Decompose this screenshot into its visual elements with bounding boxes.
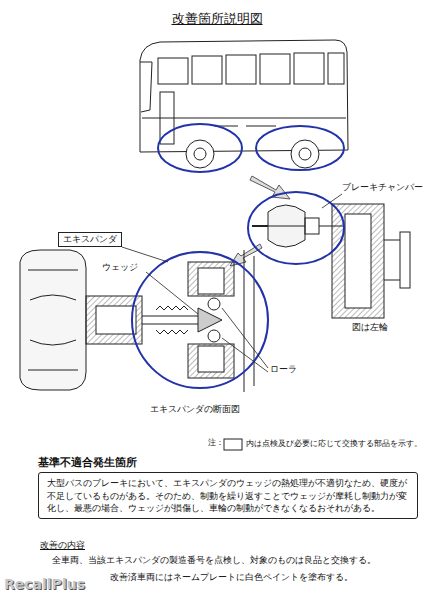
leader-line (222, 338, 268, 372)
expander-circle (132, 252, 268, 388)
leader-line (222, 308, 268, 368)
part-label: ウェッジ (102, 262, 138, 273)
figure-caption: エキスパンダの断面図 (150, 404, 240, 414)
watermark: RecallPlus (4, 576, 85, 593)
box-heading: 基準不適合発生箇所 (38, 456, 418, 472)
body-text: 改善済車両にはネームプレートに白色ペイントを塗布する。 (110, 572, 353, 582)
note-text: 内は点検及び必要に応じて交換する部品を示す。 (246, 439, 422, 448)
notice-box: 基準不適合発生箇所大型バスのブレーキにおいて、エキスパンダのウェッジの熱処理が不… (38, 456, 418, 519)
leader-line (122, 247, 168, 262)
leader-line (146, 272, 198, 314)
part-label: ローラ (270, 364, 297, 375)
chamber-ellipse (248, 192, 344, 264)
wheel-ellipse (158, 124, 242, 172)
part-label: ブレーキチャンバー (342, 182, 423, 192)
body-text: 全車両、当該エキスパンダの製造番号を点検し、対象のものは良品と交換する。 (52, 555, 376, 565)
note-box-sample (224, 439, 242, 450)
title: 改善箇所説明図 (172, 11, 263, 27)
wheel-ellipse (256, 126, 344, 170)
note-label: 注： (208, 438, 224, 448)
part-name: エキスパンダ (63, 234, 117, 245)
part-box: エキスパンダ (58, 232, 122, 247)
section-heading: 改善の内容 (40, 540, 85, 551)
bus (140, 40, 348, 168)
detail-arrow (250, 176, 290, 199)
leader-line (322, 194, 342, 208)
box-body: 大型バスのブレーキにおいて、エキスパンダのウェッジの熱処理が不適切なため、硬度が… (38, 472, 418, 519)
part-label: 図は左輪 (352, 322, 388, 332)
expander-assembly (20, 250, 254, 392)
